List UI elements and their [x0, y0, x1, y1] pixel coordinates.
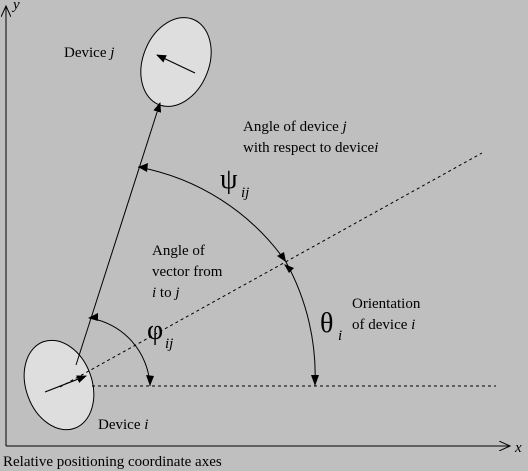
device-i-ellipse — [23, 339, 95, 431]
vector-i-to-j — [75, 102, 162, 366]
psi-subscript: ij — [241, 185, 249, 201]
device-j-ellipse — [140, 17, 212, 107]
phi-subscript: ij — [165, 336, 173, 352]
device-i-label: Device i — [98, 417, 148, 433]
device-j-label: Device j — [64, 45, 114, 61]
phi-arrowhead-end — [146, 375, 154, 386]
phi-description-line2: vector from — [152, 264, 223, 280]
psi-arrowhead-start — [138, 163, 148, 172]
theta-arc — [285, 261, 316, 387]
theta-symbol: θ — [320, 308, 333, 339]
psi-arc — [137, 166, 287, 263]
theta-description-line2: of device i — [352, 317, 415, 333]
theta-description-line1: Orientation — [352, 296, 421, 312]
psi-arrowhead-end — [277, 252, 286, 262]
psi-description-line2: with respect to devicei — [243, 140, 378, 156]
phi-description-line3: i to j — [152, 285, 180, 301]
device-j-heading-arrow — [156, 54, 196, 74]
psi-description-line1: Angle of device j — [243, 119, 347, 135]
phi-symbol: φ — [147, 315, 163, 346]
phi-arrowhead-start — [88, 313, 98, 321]
axes-caption: Relative positioning coordinate axes — [3, 454, 222, 470]
x-axis-label: x — [514, 440, 522, 456]
phi-arc — [88, 317, 151, 387]
y-axis-label: y — [11, 0, 20, 13]
theta-arrowhead-start — [284, 264, 294, 273]
orientation-dashed-line — [59, 152, 483, 388]
phi-description-line1: Angle of — [152, 243, 205, 259]
psi-symbol: ψ — [220, 164, 238, 195]
theta-subscript: i — [338, 328, 342, 344]
theta-arrowhead-end — [311, 375, 319, 386]
